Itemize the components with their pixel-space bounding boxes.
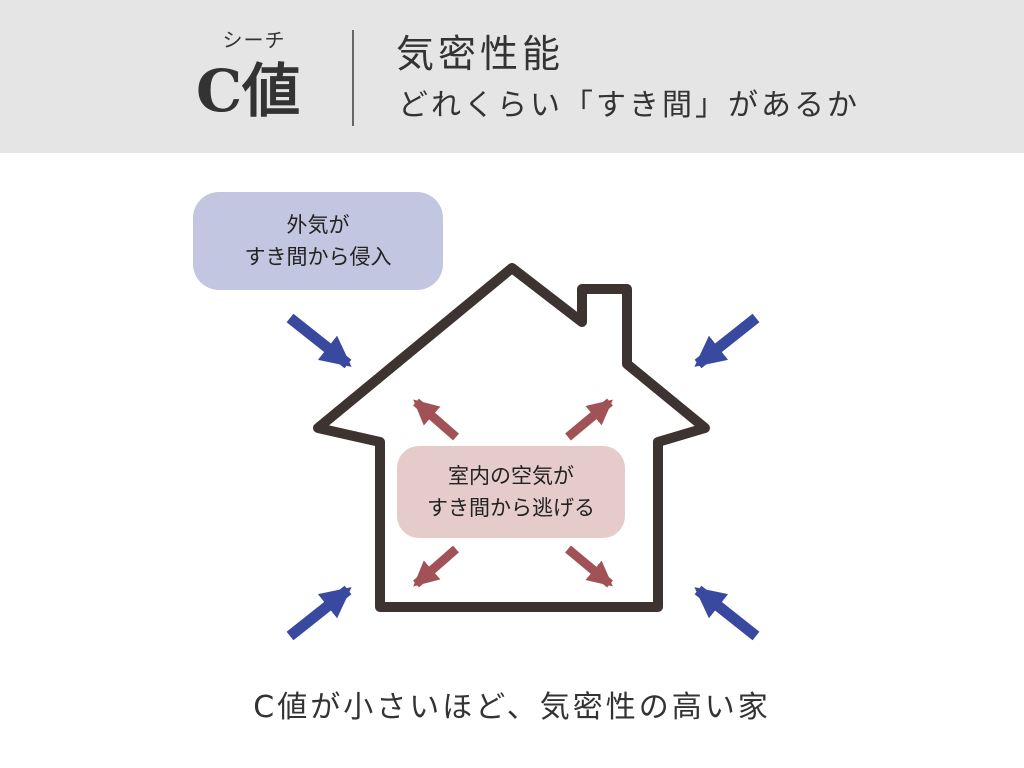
outflow-arrow-top-right [565, 398, 613, 441]
header-divider [352, 30, 354, 126]
inside-air-label-line-2: すき間から逃げる [427, 496, 595, 520]
term-label: C値 [196, 57, 301, 125]
inflow-arrow-top-right [694, 313, 760, 369]
outside-air-label-line-2: すき間から侵入 [244, 245, 392, 269]
house-outline [313, 263, 710, 612]
inside-air-label-line-1: 室内の空気が [448, 464, 574, 488]
header-title: 気密性能 [396, 32, 565, 76]
inflow-arrow-bottom-right [694, 585, 760, 641]
house-diagram [286, 263, 760, 641]
outside-air-label-line-1: 外気が [286, 213, 350, 237]
header-subtitle: どれくらい「すき間」があるか [398, 88, 860, 123]
inflow-arrow-bottom-left [286, 585, 352, 641]
outside-air-label: 外気が すき間から侵入 [193, 192, 443, 290]
inflow-arrow-top-left [286, 313, 352, 369]
outflow-arrow-bottom-right [565, 545, 613, 588]
outflow-arrow-bottom-left [413, 545, 459, 588]
term-reading: シーチ [222, 28, 286, 52]
inside-air-label: 室内の空気が すき間から逃げる [397, 446, 625, 538]
caption: C値が小さいほど、気密性の高い家 [253, 690, 771, 725]
outflow-arrow-top-left [413, 398, 459, 441]
header-band: シーチ C値 気密性能 どれくらい「すき間」があるか [0, 0, 1024, 153]
